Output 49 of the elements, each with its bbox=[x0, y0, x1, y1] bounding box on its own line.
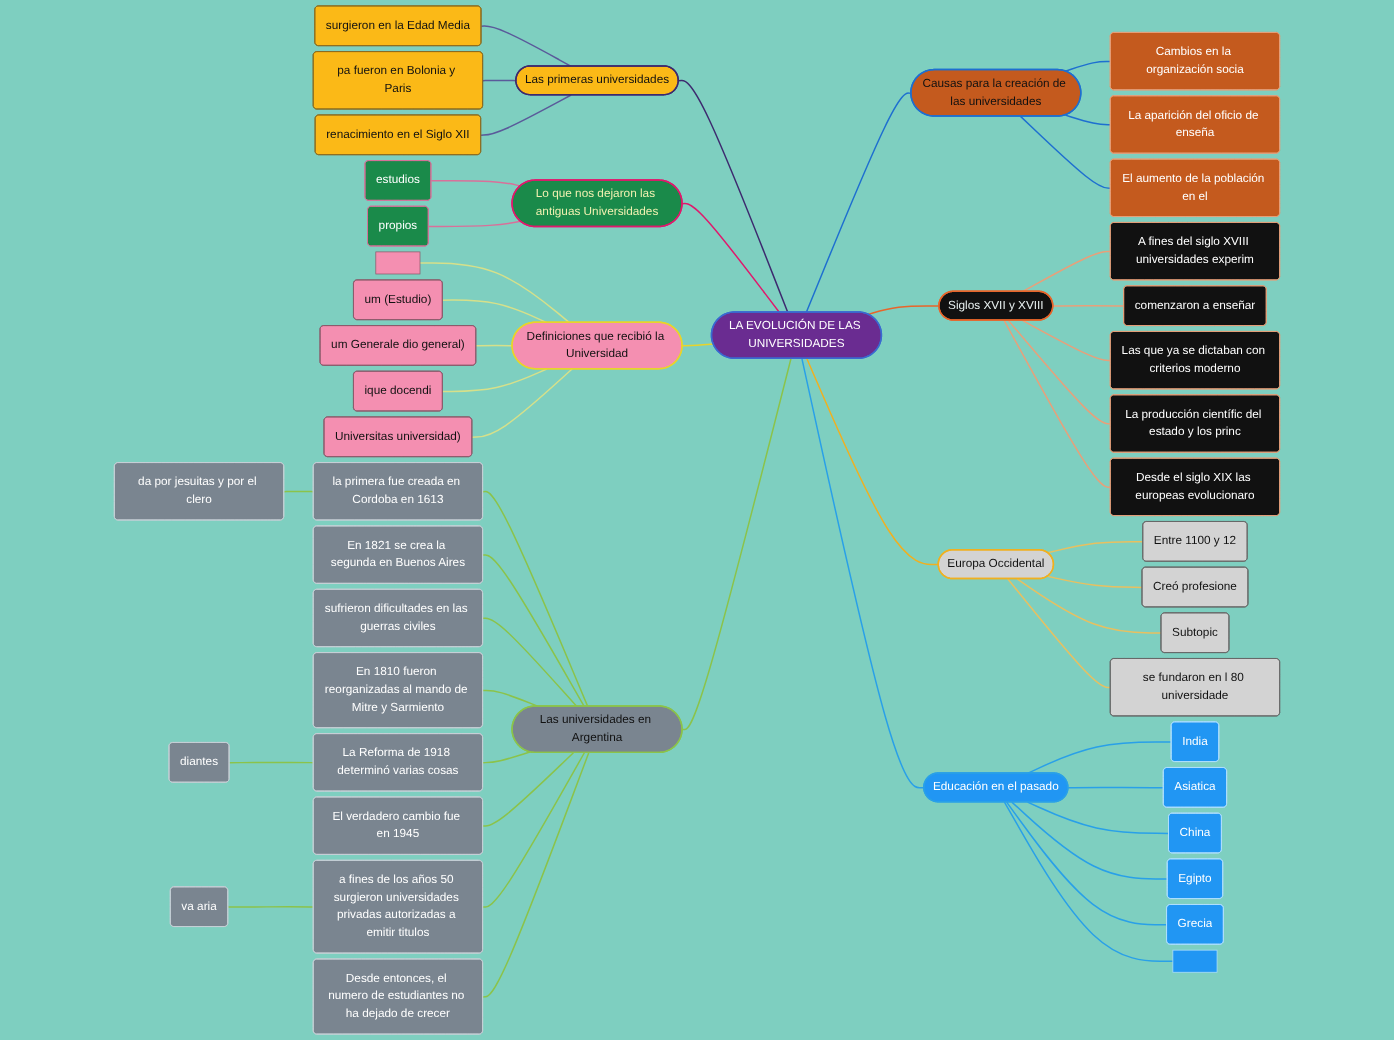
connector bbox=[1021, 319, 1112, 362]
connector bbox=[681, 343, 715, 347]
connector bbox=[480, 94, 572, 136]
connector bbox=[480, 25, 572, 68]
connector bbox=[1021, 250, 1112, 293]
connector bbox=[482, 689, 539, 708]
connector bbox=[1007, 578, 1112, 689]
connector bbox=[1026, 741, 1173, 775]
connector bbox=[1052, 305, 1125, 307]
connector bbox=[427, 220, 522, 228]
connector bbox=[1026, 801, 1170, 835]
connector bbox=[475, 344, 514, 347]
node-box bbox=[375, 251, 421, 275]
connector bbox=[442, 299, 548, 324]
connector bbox=[1046, 575, 1144, 589]
connector bbox=[1003, 319, 1112, 488]
connector bbox=[1005, 801, 1168, 926]
connector bbox=[283, 490, 315, 493]
connector bbox=[482, 617, 578, 708]
connector bbox=[806, 357, 940, 566]
connector bbox=[1064, 60, 1112, 72]
connector bbox=[1046, 540, 1144, 554]
connector bbox=[227, 906, 315, 908]
connector bbox=[482, 752, 586, 908]
connector bbox=[1011, 801, 1169, 880]
connector bbox=[805, 92, 912, 314]
connector bbox=[1007, 319, 1112, 425]
connector bbox=[430, 180, 522, 187]
connector bbox=[1067, 786, 1165, 789]
connector bbox=[1019, 115, 1112, 189]
connector bbox=[442, 368, 548, 393]
connector bbox=[1016, 578, 1163, 634]
connector bbox=[482, 751, 531, 764]
connector bbox=[228, 761, 315, 764]
connector bbox=[867, 305, 940, 316]
connector bbox=[482, 79, 517, 82]
connector bbox=[677, 79, 789, 314]
connector bbox=[482, 490, 589, 708]
connector bbox=[482, 554, 585, 708]
connector bbox=[471, 368, 573, 438]
node-box bbox=[1172, 949, 1218, 973]
connector bbox=[1064, 114, 1112, 126]
connector bbox=[482, 752, 590, 998]
connector bbox=[419, 262, 571, 324]
connector bbox=[801, 357, 925, 789]
connector bbox=[1003, 801, 1174, 962]
connector bbox=[681, 202, 780, 314]
connector bbox=[681, 357, 792, 731]
connector bbox=[482, 752, 575, 827]
